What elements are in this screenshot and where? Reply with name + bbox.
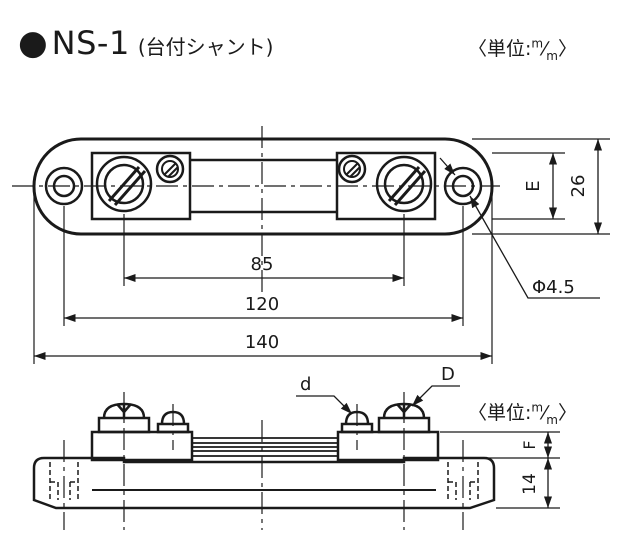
unit-m-bottom: m <box>546 412 558 427</box>
dim-label-120: 120 <box>245 294 279 315</box>
terminal-block-left <box>90 151 192 221</box>
unit-close: 〉 <box>558 38 578 60</box>
large-screw-right <box>375 155 433 213</box>
dim-label-hole: Φ4.5 <box>532 277 575 298</box>
unit-open: 〈単位: <box>468 402 532 424</box>
terminal-block-right <box>335 151 437 221</box>
dim-label-d: d <box>300 374 311 395</box>
side-base <box>32 456 496 510</box>
side-terminal-left <box>90 430 194 462</box>
unit-slash: ⁄ <box>543 38 547 60</box>
small-screw-right <box>337 154 367 184</box>
small-screw-left <box>155 154 185 184</box>
side-centerlines <box>63 392 464 530</box>
dim-label-e: E <box>523 180 544 191</box>
unit-close: 〉 <box>558 402 578 424</box>
dim-label-26: 26 <box>568 175 589 198</box>
small-screw-leader <box>296 395 353 415</box>
dim-label-140: 140 <box>245 332 279 353</box>
dim-label-14: 14 <box>520 473 540 495</box>
unit-m-top: m <box>531 400 544 415</box>
extension-lines <box>33 138 610 364</box>
unit-label-bottom: 〈単位:m⁄m〉 <box>468 398 577 427</box>
side-extension-lines <box>440 431 560 509</box>
dim-label-f: F <box>520 440 539 449</box>
hidden-holes <box>49 462 479 500</box>
bullet-icon: ● <box>18 23 48 63</box>
unit-m-bottom: m <box>546 48 558 63</box>
dim-label-D: D <box>441 364 455 385</box>
side-terminal-right <box>336 430 440 462</box>
unit-label-top: 〈単位:m⁄m〉 <box>468 34 577 63</box>
large-screw-left <box>95 155 153 213</box>
dim-label-85: 85 <box>251 254 274 275</box>
mounting-hole-right <box>443 166 483 206</box>
side-view <box>32 385 560 530</box>
side-resistor-strip <box>192 437 338 457</box>
hole-leader-top <box>439 157 456 176</box>
page-title: ● NS-1 (台付シャント) <box>18 26 273 60</box>
model-number: NS-1 <box>51 24 130 62</box>
top-view <box>12 126 610 364</box>
unit-m-top: m <box>531 36 544 51</box>
unit-slash: ⁄ <box>543 402 547 424</box>
unit-open: 〈単位: <box>468 38 532 60</box>
mounting-hole-left <box>44 166 84 206</box>
hole-leader <box>469 195 600 299</box>
model-subtitle: (台付シャント) <box>137 35 274 59</box>
large-screw-leader <box>411 385 460 407</box>
